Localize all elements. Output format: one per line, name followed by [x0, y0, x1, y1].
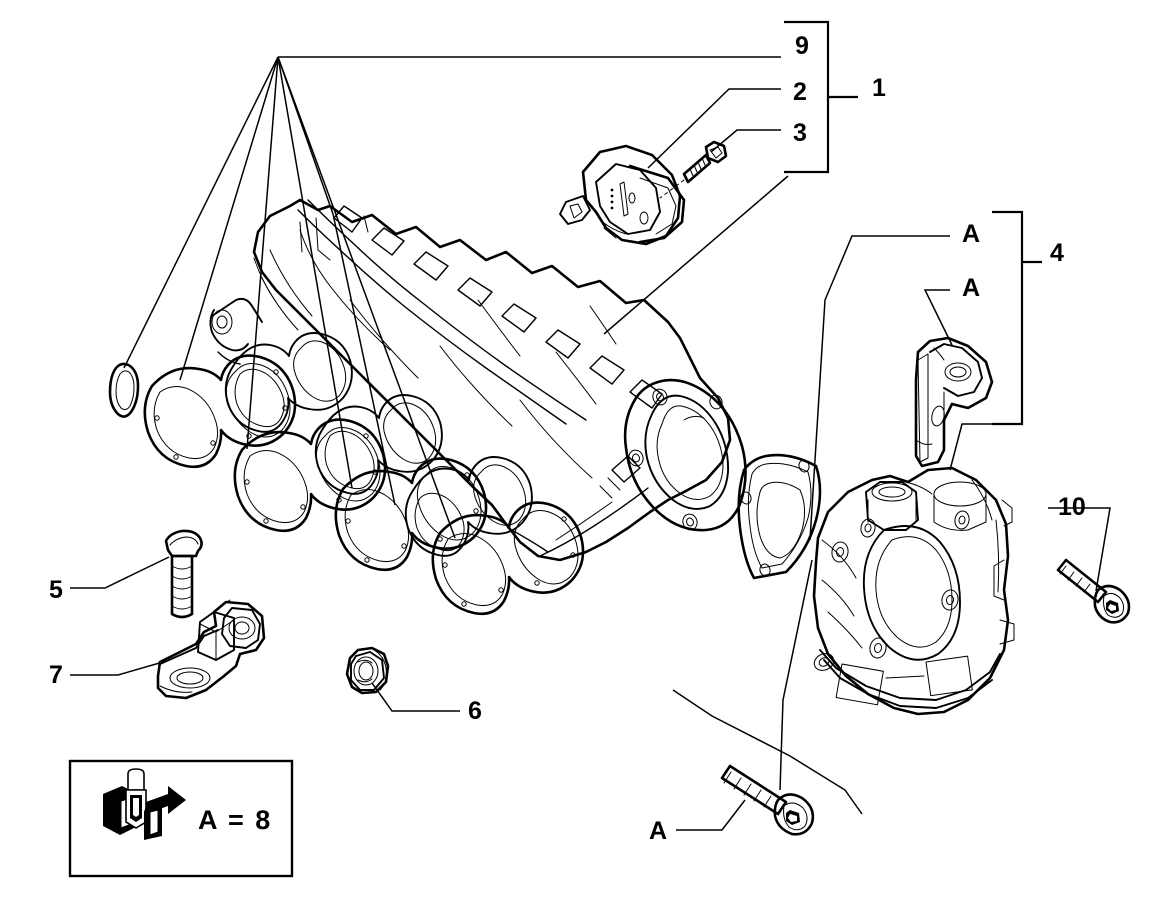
sealant-legend-box [68, 759, 294, 878]
callout-1: 1 [872, 74, 886, 102]
manifold-outlet-flange [623, 378, 747, 532]
callout-3: 3 [793, 119, 807, 147]
sealant-tube-icon [103, 768, 186, 840]
callout-9: 9 [795, 32, 809, 60]
gasket-small-oval [108, 362, 140, 418]
manifold-port-3 [404, 456, 533, 557]
callout-7: 7 [49, 661, 63, 689]
callout-a-gasket: A [962, 220, 981, 248]
throttle-body-gasket [737, 453, 822, 580]
map-sensor-bolt [659, 140, 728, 199]
throttle-bore [862, 525, 961, 661]
callout-10: 10 [1058, 493, 1086, 521]
group-bracket-1 [784, 20, 858, 174]
callout-a-bracket: A [962, 274, 981, 302]
hex-bolt [164, 529, 203, 619]
gasket-twin-ring-4 [431, 501, 585, 616]
throttle-body-fixing-screw [720, 764, 815, 836]
sealant-legend-equation: A = 8 [198, 805, 273, 835]
flange-nut [345, 646, 390, 695]
callout-6: 6 [468, 697, 482, 725]
callout-5: 5 [49, 576, 63, 604]
intake-manifold-assembly [209, 198, 747, 562]
l-bracket [156, 599, 266, 700]
callout-2: 2 [793, 78, 807, 106]
callout-a-screw: A [649, 817, 668, 845]
throttle-body-housing [812, 466, 1015, 716]
map-sensor [559, 144, 686, 246]
throttle-body-support-bracket [914, 336, 994, 468]
gasket-twin-ring-1 [143, 354, 297, 469]
group-bracket-4 [992, 210, 1042, 426]
manifold-port-2 [314, 394, 443, 495]
callout-4: 4 [1050, 239, 1064, 267]
leader-lines [70, 56, 1111, 831]
manifold-port-1 [224, 332, 353, 433]
socket-head-cap-screw [1056, 558, 1131, 624]
